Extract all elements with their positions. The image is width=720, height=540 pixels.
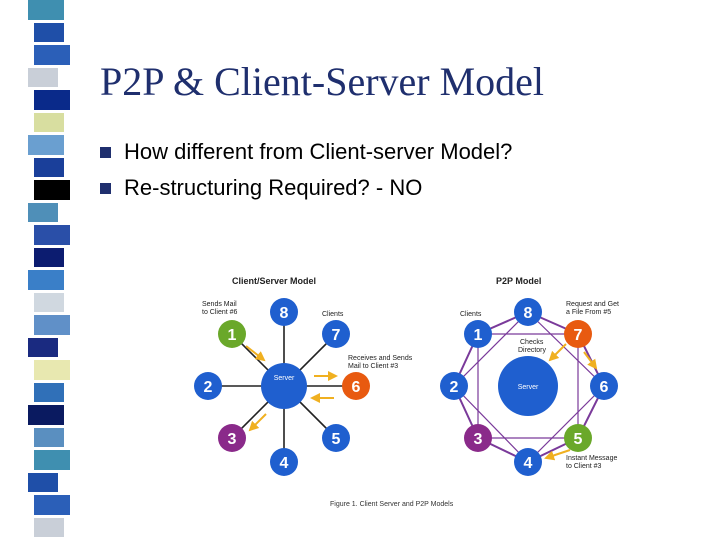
cs-node-1: 1	[218, 320, 246, 348]
p2p-node-8: 8	[514, 298, 542, 326]
stripe-block	[28, 67, 58, 87]
svg-text:5: 5	[332, 431, 341, 448]
stripe-block	[34, 517, 64, 537]
svg-text:3: 3	[228, 431, 237, 448]
p2p-clients-label: Clients	[460, 311, 482, 318]
p2p-node-3: 3	[464, 424, 492, 452]
bullet-text: Re-structuring Required? - NO	[124, 175, 423, 200]
client-server-p2p-figure: Client/Server Model Server 8 7 6 5 4 3 2…	[194, 276, 619, 508]
p2p-request-label-2: a File From #5	[566, 309, 611, 316]
p2p-instant-label: Instant Message	[566, 455, 617, 462]
p2p-node-7: 7	[564, 320, 592, 348]
svg-text:1: 1	[474, 327, 483, 344]
bullet-list: How different from Client-server Model? …	[100, 134, 512, 206]
p2p-node-6: 6	[590, 372, 618, 400]
bullet-item: Re-structuring Required? - NO	[100, 170, 512, 206]
svg-text:7: 7	[574, 327, 583, 344]
stripe-block	[34, 22, 64, 42]
p2p-checks-label: Checks	[520, 339, 544, 346]
stripe-block	[34, 360, 70, 380]
p2p-instant-label-2: to Client #3	[566, 463, 602, 470]
stripe-block	[34, 45, 70, 65]
cs-sends-mail-label: Sends Mail	[202, 301, 237, 308]
bullet-item: How different from Client-server Model?	[100, 134, 512, 170]
stripe-block	[28, 0, 64, 20]
cs-arrows	[245, 345, 338, 432]
cs-receives-label: Receives and Sends	[348, 355, 413, 362]
cs-sends-mail-label-2: to Client #6	[202, 309, 238, 316]
bullet-marker-icon	[100, 183, 111, 194]
stripe-block	[34, 157, 64, 177]
p2p-node-4: 4	[514, 448, 542, 476]
cs-server-node	[261, 363, 307, 409]
bullet-text: How different from Client-server Model?	[124, 139, 513, 164]
svg-text:7: 7	[332, 327, 341, 344]
p2p-title: P2P Model	[496, 276, 541, 286]
slide-title: P2P & Client-Server Model	[100, 59, 545, 104]
cs-node-6: 6	[342, 372, 370, 400]
stripe-block	[34, 382, 64, 402]
p2p-server-label: Server	[518, 384, 539, 391]
stripe-block	[28, 135, 64, 155]
svg-text:2: 2	[204, 379, 213, 396]
cs-title: Client/Server Model	[232, 276, 316, 286]
p2p-node-5: 5	[564, 424, 592, 452]
stripe-block	[34, 90, 70, 110]
p2p-node-1: 1	[464, 320, 492, 348]
svg-text:8: 8	[524, 305, 533, 322]
stripe-block	[28, 405, 64, 425]
stripe-block	[34, 112, 64, 132]
svg-text:5: 5	[574, 431, 583, 448]
stripe-block	[28, 202, 58, 222]
stripe-block	[34, 292, 64, 312]
stripe-block	[28, 472, 58, 492]
cs-server-label: Server	[274, 375, 295, 382]
p2p-checks-label-2: Directory	[518, 347, 547, 354]
stripe-block	[28, 337, 58, 357]
svg-text:4: 4	[280, 455, 289, 472]
svg-text:2: 2	[450, 379, 459, 396]
cs-node-3: 3	[218, 424, 246, 452]
p2p-server-node	[498, 356, 558, 416]
cs-node-7: 7	[322, 320, 350, 348]
cs-receives-label-2: Mail to Client #3	[348, 363, 398, 370]
figure-caption: Figure 1. Client Server and P2P Models	[330, 501, 454, 508]
cs-node-4: 4	[270, 448, 298, 476]
stripe-block	[34, 315, 70, 335]
cs-node-5: 5	[322, 424, 350, 452]
cs-clients-label: Clients	[322, 311, 344, 318]
p2p-node-2: 2	[440, 372, 468, 400]
stripe-block	[34, 225, 70, 245]
stripe-block	[34, 427, 64, 447]
cs-node-2: 2	[194, 372, 222, 400]
p2p-request-label: Request and Get	[566, 301, 619, 308]
stripe-block	[34, 247, 64, 267]
svg-text:6: 6	[352, 379, 361, 396]
svg-text:3: 3	[474, 431, 483, 448]
p2p-arrows	[544, 343, 598, 461]
stripe-block	[34, 495, 70, 515]
svg-text:6: 6	[600, 379, 609, 396]
stripe-block	[28, 270, 64, 290]
bullet-marker-icon	[100, 147, 111, 158]
svg-text:4: 4	[524, 455, 533, 472]
cs-node-8: 8	[270, 298, 298, 326]
svg-text:1: 1	[228, 327, 237, 344]
stripe-block	[34, 450, 70, 470]
stripe-block	[34, 180, 70, 200]
decorative-stripe	[0, 0, 70, 540]
svg-text:8: 8	[280, 305, 289, 322]
